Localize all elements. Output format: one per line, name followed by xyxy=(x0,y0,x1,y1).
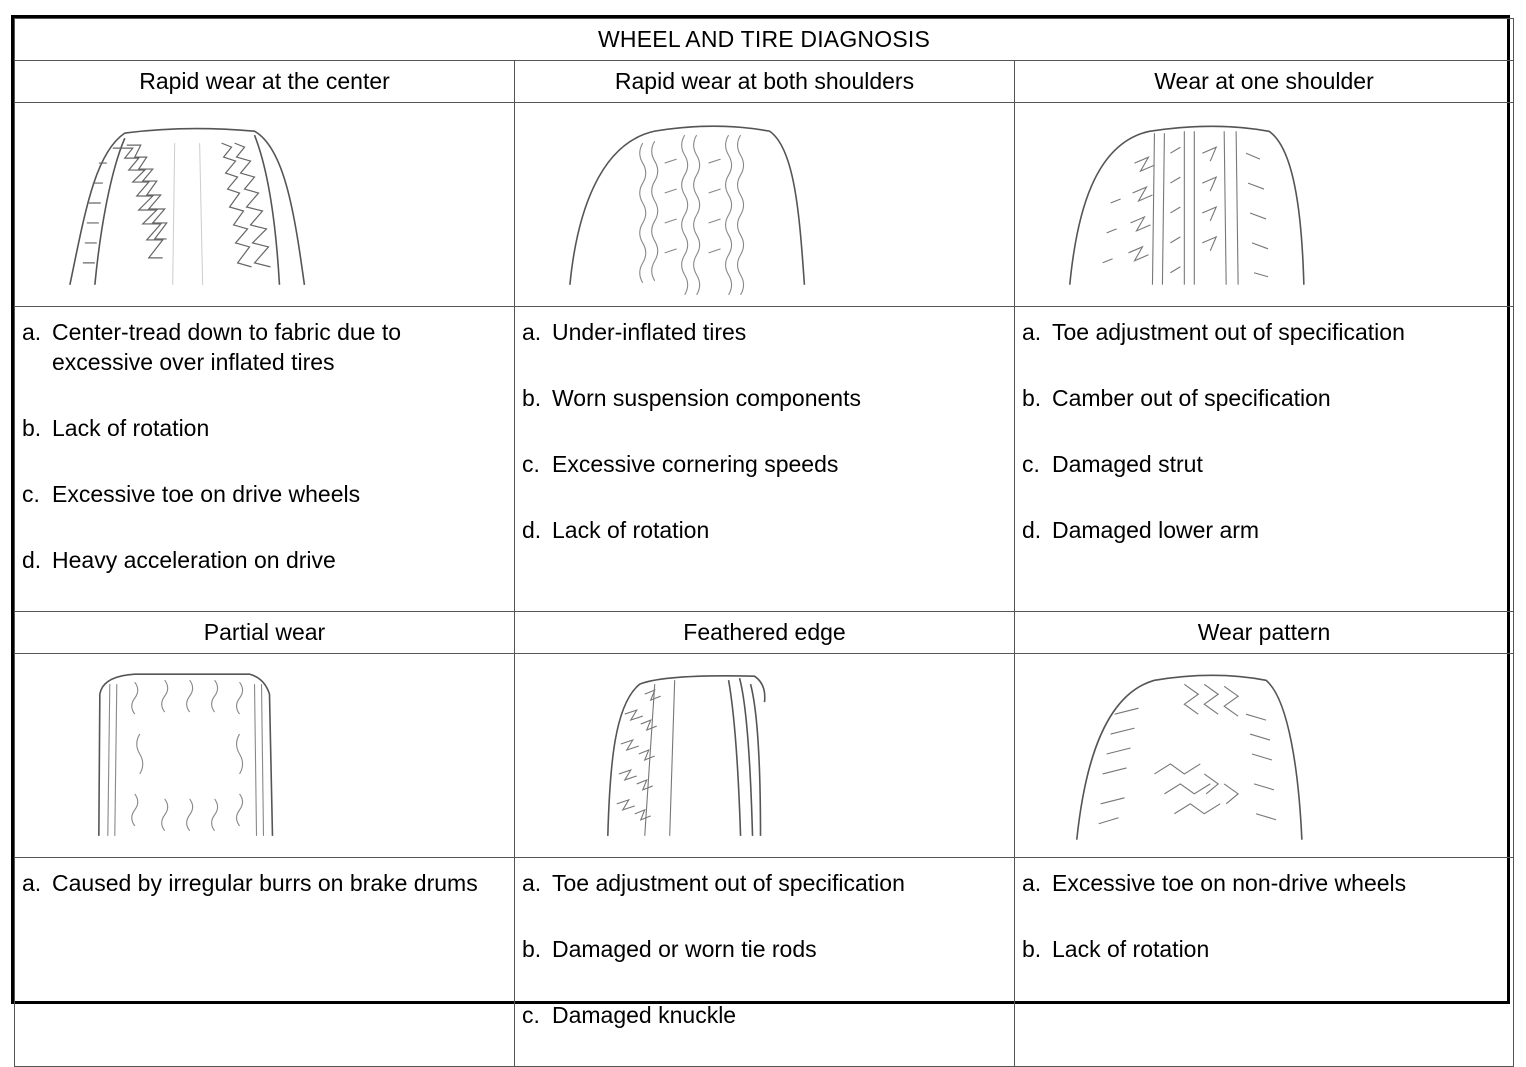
causes-center-wear: a.Center-tread down to fabric due to exc… xyxy=(14,306,515,612)
list-item: b.Camber out of specification xyxy=(1022,385,1331,411)
image-cell-center-wear xyxy=(14,102,515,307)
image-cell-shoulder-wear xyxy=(514,102,1015,307)
heading-shoulder-wear: Rapid wear at both shoulders xyxy=(514,60,1015,103)
list-item: a.Caused by irregular burrs on brake dru… xyxy=(22,870,478,896)
list-item: a.Toe adjustment out of specification xyxy=(1022,319,1405,345)
list-item: d.Heavy acceleration on drive xyxy=(22,547,336,573)
diagnosis-table: WHEEL AND TIRE DIAGNOSIS Rapid wear at t… xyxy=(13,18,1515,1067)
list-item: c.Damaged strut xyxy=(1022,451,1203,477)
image-cell-feathered-edge xyxy=(514,653,1015,858)
list-item: a.Under-inflated tires xyxy=(522,319,747,345)
tire-feathered-edge-icon xyxy=(607,675,766,836)
list-item: d.Lack of rotation xyxy=(522,517,710,543)
heading-center-wear: Rapid wear at the center xyxy=(14,60,515,103)
list-item: c.Excessive toe on drive wheels xyxy=(22,481,361,507)
list-item: b.Lack of rotation xyxy=(1022,936,1210,962)
list-item: a.Center-tread down to fabric due to exc… xyxy=(22,319,402,375)
list-item: c.Excessive cornering speeds xyxy=(522,451,839,477)
list-item: b.Worn suspension components xyxy=(522,385,861,411)
image-cell-one-shoulder-wear xyxy=(1013,102,1515,307)
list-item: d.Damaged lower arm xyxy=(1022,517,1260,543)
heading-one-shoulder-wear: Wear at one shoulder xyxy=(1013,60,1515,103)
image-cell-partial-wear xyxy=(14,653,515,858)
heading-partial-wear: Partial wear xyxy=(14,611,515,654)
tire-one-shoulder-wear-icon xyxy=(1068,125,1305,285)
causes-shoulder-wear: a.Under-inflated tires b.Worn suspension… xyxy=(514,306,1015,612)
list-item: b.Lack of rotation xyxy=(22,415,210,441)
tire-wear-pattern-icon xyxy=(1075,674,1303,840)
image-cell-wear-pattern xyxy=(1013,653,1515,858)
list-item: a.Toe adjustment out of specification xyxy=(522,870,905,896)
list-item: c.Damaged knuckle xyxy=(522,1002,737,1028)
tire-partial-wear-icon xyxy=(98,673,274,836)
heading-wear-pattern: Wear pattern xyxy=(1013,611,1515,654)
table-title: WHEEL AND TIRE DIAGNOSIS xyxy=(13,18,1515,61)
causes-feathered-edge: a.Toe adjustment out of specification b.… xyxy=(514,857,1015,1067)
diagnosis-chart: WHEEL AND TIRE DIAGNOSIS Rapid wear at t… xyxy=(11,15,1515,1067)
tire-center-wear-icon xyxy=(69,127,306,286)
causes-wear-pattern: a.Excessive toe on non-drive wheels b.La… xyxy=(1013,857,1515,1067)
causes-one-shoulder-wear: a.Toe adjustment out of specification b.… xyxy=(1013,306,1515,612)
list-item: a.Excessive toe on non-drive wheels xyxy=(1022,870,1407,896)
causes-partial-wear: a.Caused by irregular burrs on brake dru… xyxy=(14,857,515,1067)
tire-shoulder-wear-icon xyxy=(569,125,806,296)
heading-feathered-edge: Feathered edge xyxy=(514,611,1015,654)
list-item: b.Damaged or worn tie rods xyxy=(522,936,817,962)
